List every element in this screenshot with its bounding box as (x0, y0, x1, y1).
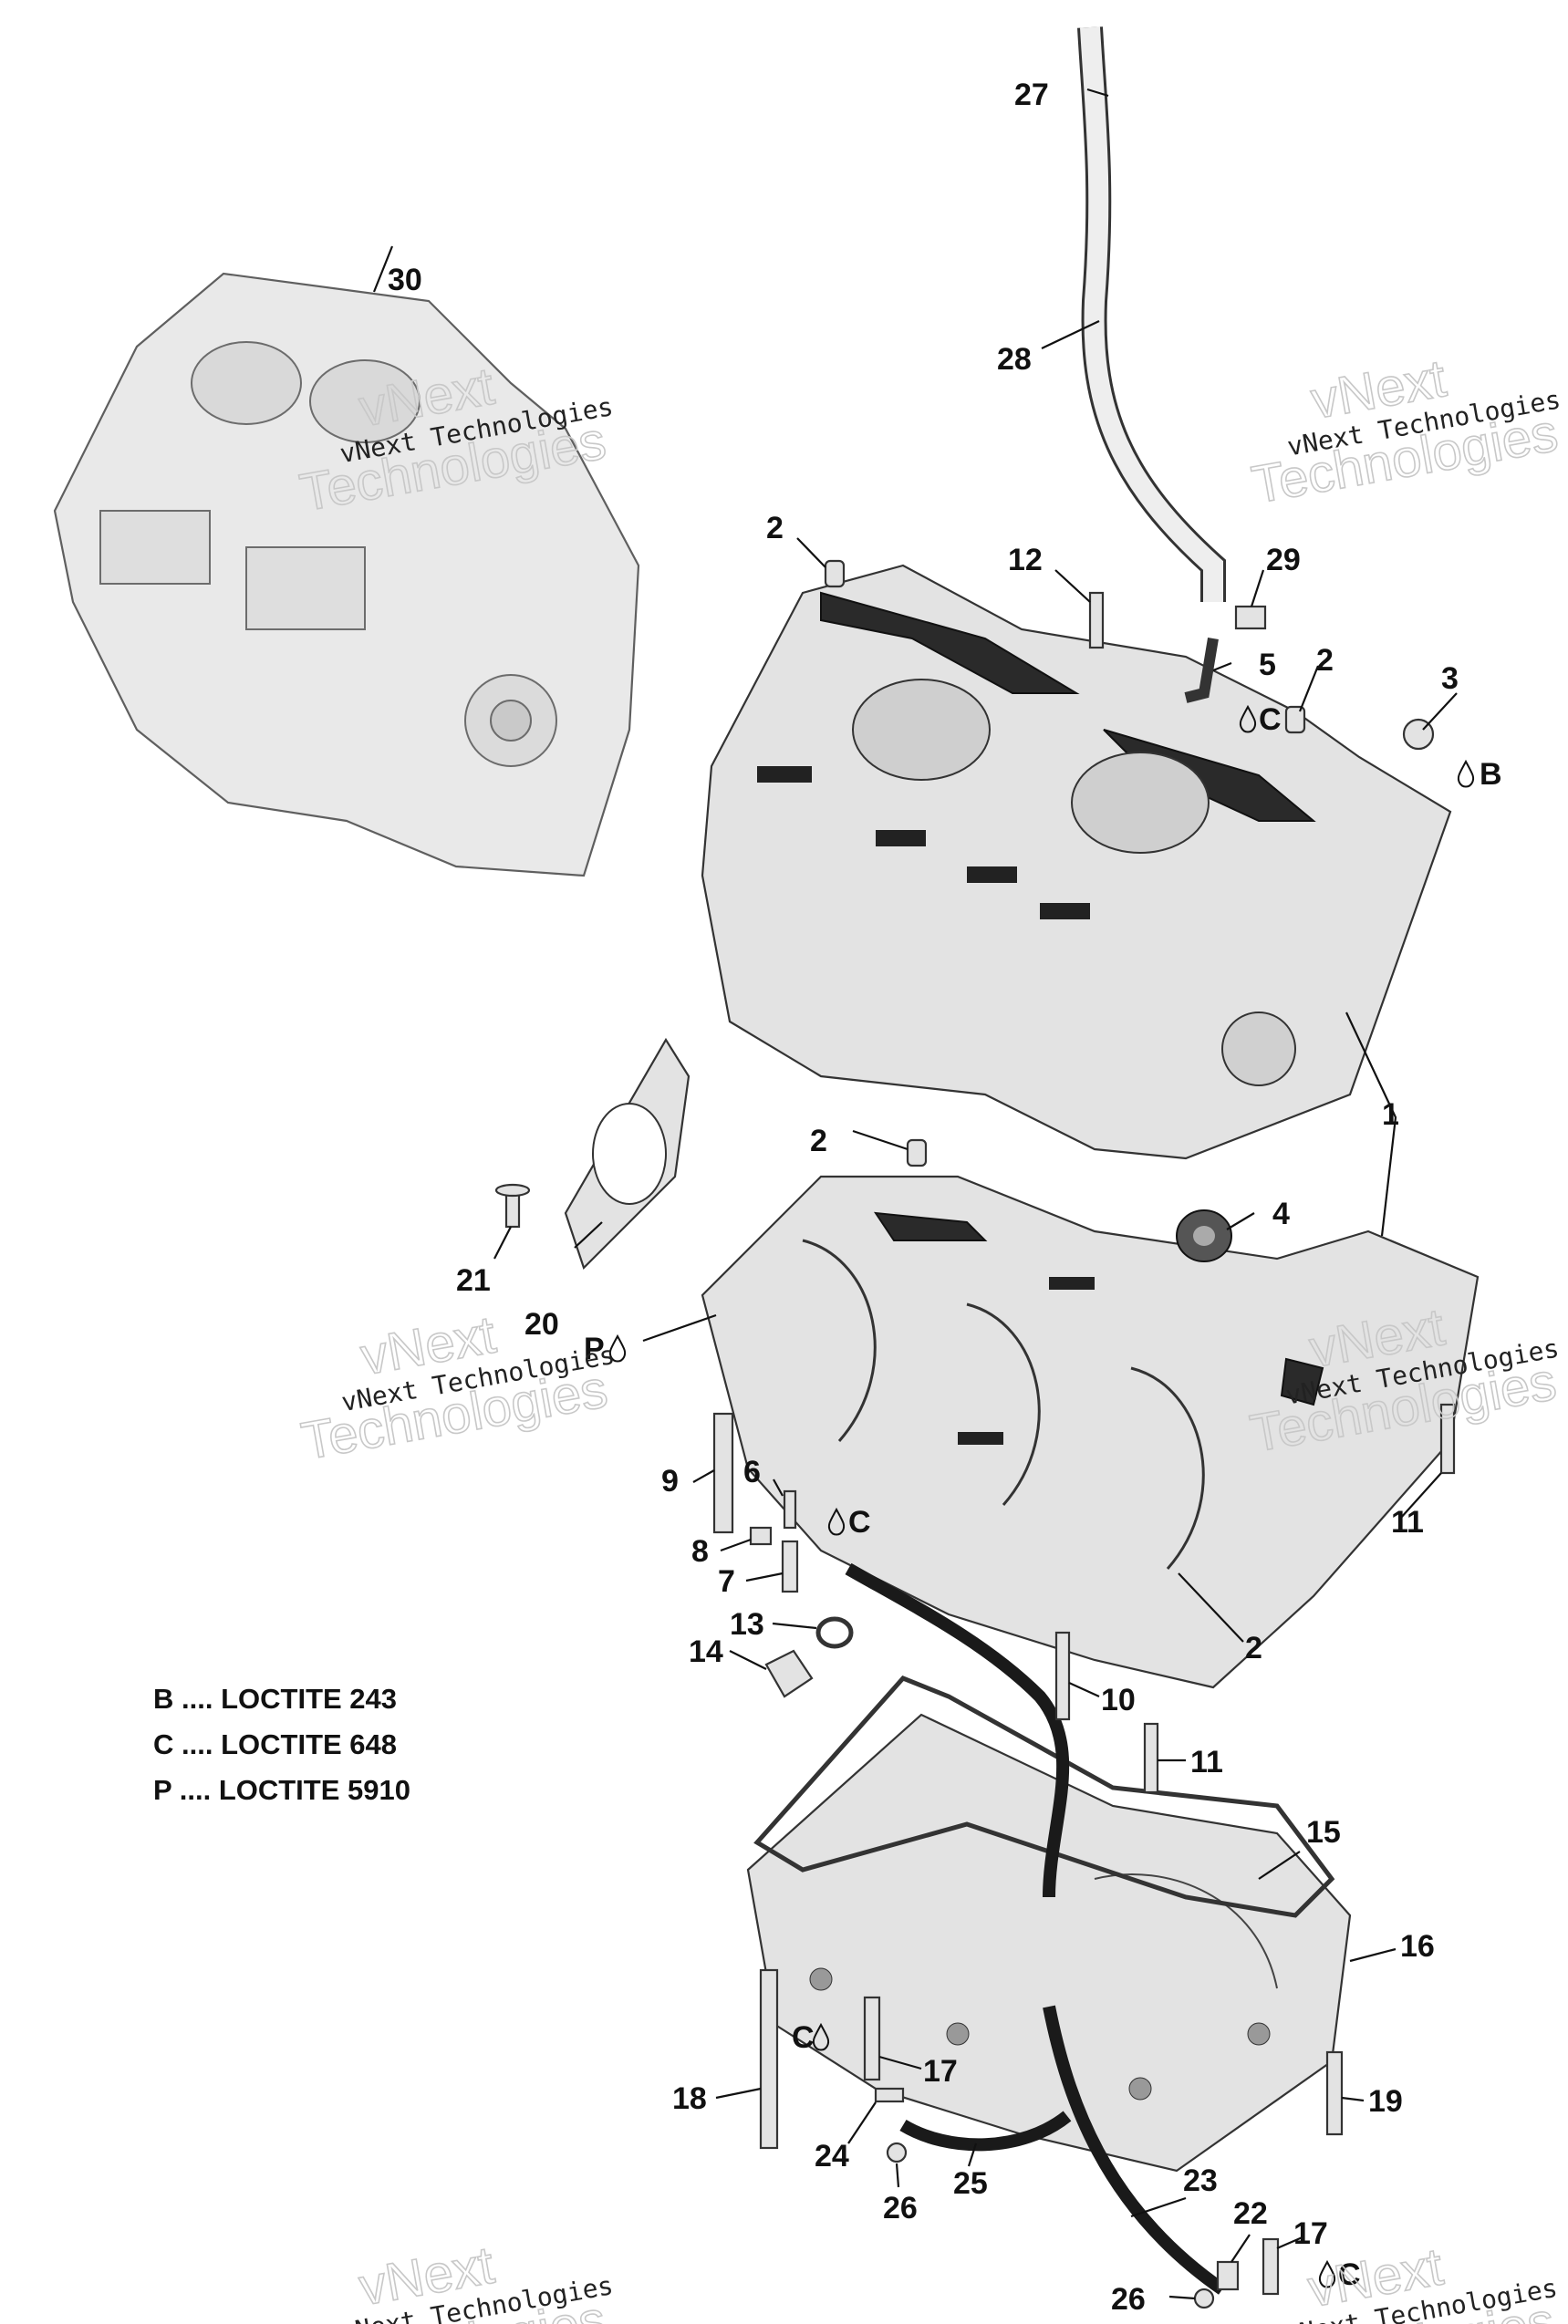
callout-1: 1 (1382, 1097, 1399, 1132)
oil-tube-23 (1043, 2005, 1226, 2295)
lower-crankcase (701, 1175, 1480, 1689)
callout-24: 24 (815, 2139, 849, 2174)
adhesive-markers: C B P C C C (584, 702, 1502, 2292)
callout-26-b: 26 (1111, 2282, 1146, 2317)
callout-6: 6 (743, 1455, 761, 1489)
watermark-bottom-left: vNext Technologies vNext Technologies (295, 2235, 615, 2324)
callout-28: 28 (997, 342, 1032, 377)
callout-11-b: 11 (1391, 1505, 1424, 1540)
legend-row-c: C .... LOCTITE 648 (153, 1722, 410, 1768)
marker-c-5: C (1259, 702, 1282, 737)
drop-icon (1239, 704, 1257, 733)
callout-30: 30 (388, 263, 422, 297)
callout-16: 16 (1400, 1929, 1435, 1964)
callout-27: 27 (1014, 78, 1049, 112)
watermark-bottom-right: vNext Technologies vNext Technologies (1243, 2236, 1559, 2324)
callout-17-b: 17 (1293, 2216, 1328, 2251)
engine-block-assembly (53, 272, 640, 877)
callout-20: 20 (524, 1307, 559, 1342)
callout-13: 13 (730, 1607, 764, 1642)
legend-text: .... LOCTITE 243 (182, 1683, 398, 1715)
marker-p-lower-case: P (584, 1332, 605, 1366)
legend-row-b: B .... LOCTITE 243 (153, 1676, 410, 1722)
callout-21: 21 (456, 1263, 491, 1298)
legend-row-p: P .... LOCTITE 5910 (153, 1768, 410, 1813)
small-parts (494, 559, 1456, 2309)
callout-10: 10 (1101, 1683, 1136, 1717)
upper-crankcase (701, 564, 1452, 1160)
callout-11-a: 11 (1190, 1745, 1223, 1779)
drop-icon (1318, 2259, 1336, 2288)
callout-9: 9 (661, 1464, 679, 1499)
callout-19: 19 (1368, 2084, 1403, 2119)
leader-lines (372, 88, 1458, 2300)
marker-c-17-b: C (1338, 2257, 1361, 2292)
legend-code: P (153, 1774, 172, 1806)
drop-icon (827, 1507, 846, 1536)
callout-18: 18 (672, 2081, 707, 2116)
callout-7: 7 (718, 1564, 735, 1599)
callout-26-a: 26 (883, 2191, 918, 2225)
legend-code: B (153, 1683, 174, 1715)
callout-2-d: 2 (1245, 1631, 1262, 1665)
marker-c-6: C (848, 1505, 871, 1540)
callout-2-c: 2 (810, 1124, 827, 1158)
oil-tube-25 (899, 2111, 1072, 2152)
legend-text: .... LOCTITE 5910 (179, 1774, 410, 1806)
callout-14: 14 (689, 1634, 723, 1669)
callout-25: 25 (953, 2166, 988, 2201)
callout-4: 4 (1272, 1197, 1290, 1231)
callout-23: 23 (1183, 2163, 1218, 2198)
callout-8: 8 (691, 1534, 709, 1569)
legend-text: .... LOCTITE 648 (182, 1728, 398, 1760)
adhesive-legend: B .... LOCTITE 243 C .... LOCTITE 648 P … (153, 1676, 410, 1813)
legend-code: C (153, 1728, 174, 1760)
callout-17-a: 17 (923, 2054, 958, 2089)
callout-22: 22 (1233, 2196, 1268, 2231)
callout-15: 15 (1306, 1815, 1341, 1850)
watermark-top-right: vNext Technologies vNext Technologies (1247, 348, 1563, 515)
callout-3: 3 (1441, 661, 1459, 696)
oil-pan (746, 1713, 1352, 2173)
callout-12: 12 (1008, 543, 1043, 577)
watermark-mid-left: vNext Technologies vNext Technologies (296, 1304, 617, 1472)
oil-pan-gasket (753, 1676, 1335, 1918)
drop-icon (608, 1333, 627, 1363)
callout-2-a: 2 (766, 511, 784, 545)
marker-b-3: B (1480, 757, 1502, 792)
oil-tube-upper (845, 1562, 1070, 1898)
marker-c-17-a: C (792, 2020, 815, 2055)
callout-2-b: 2 (1316, 643, 1334, 678)
callout-29: 29 (1266, 543, 1301, 577)
drop-icon (1457, 759, 1475, 788)
callout-labels: 27 28 30 2 12 29 5 2 3 1 2 4 21 20 9 6 8… (388, 78, 1459, 2317)
callout-5: 5 (1259, 648, 1276, 682)
drop-icon (812, 2022, 830, 2051)
